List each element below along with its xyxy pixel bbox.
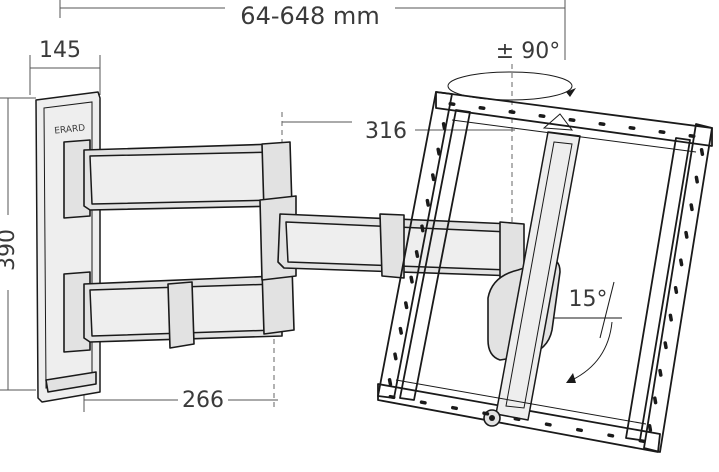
mounting-slot — [441, 122, 447, 130]
mounting-slot — [436, 147, 441, 156]
mounting-slot — [404, 301, 409, 310]
mounting-slot — [420, 224, 425, 233]
mounting-slot — [448, 102, 456, 106]
mounting-slot — [653, 396, 658, 405]
mounting-slot — [689, 203, 694, 212]
mounting-slot — [387, 378, 393, 386]
tilt-label: 15° — [569, 287, 608, 312]
mounting-slot — [398, 326, 403, 335]
mounting-slot — [409, 275, 414, 284]
mounting-slot — [388, 394, 396, 400]
mounting-slot — [451, 405, 458, 411]
brand-logo-label: ERARD — [54, 123, 86, 136]
dimension-plate-height: 390 — [0, 97, 36, 391]
mounting-slot — [647, 424, 653, 432]
swivel-rotation-indicator: ± 90° — [447, 39, 576, 230]
mounting-slot — [638, 438, 646, 444]
mounting-slot — [576, 427, 583, 433]
mounting-slot — [393, 352, 398, 361]
plate-height-label: 390 — [0, 229, 20, 271]
upper-arm — [63, 139, 293, 219]
mounting-slot — [419, 400, 427, 405]
mounting-slot — [508, 110, 516, 114]
mounting-slot — [478, 106, 486, 110]
mounting-slot — [673, 286, 679, 294]
plate-width-label: 145 — [39, 38, 81, 63]
vesa-mounting-slots — [387, 102, 705, 444]
wall-plate: ERARD — [35, 91, 101, 403]
mounting-slot — [425, 198, 430, 207]
mounting-slot — [607, 433, 615, 438]
arm-offset-label: 316 — [365, 119, 407, 144]
mounting-slot — [684, 230, 689, 239]
mounting-slot — [482, 411, 490, 416]
mounting-slot — [679, 258, 684, 267]
mounting-slot — [688, 134, 696, 138]
mounting-slot — [598, 122, 606, 126]
mounting-slot — [431, 173, 436, 182]
mounting-slot — [628, 126, 636, 130]
mounting-slot — [544, 422, 552, 427]
mounting-slot — [699, 148, 705, 156]
mounting-slot — [658, 130, 666, 134]
dimension-distance-range: 64-648 mm — [59, 0, 566, 60]
mounting-slot — [694, 175, 699, 184]
dimension-plate-width: 145 — [29, 38, 101, 95]
swivel-label: ± 90° — [496, 39, 560, 64]
mounting-slot — [513, 416, 521, 422]
middle-arm — [259, 195, 525, 283]
dimension-lower-arm: 266 — [83, 330, 278, 413]
mounting-slot — [568, 118, 576, 122]
lower-arm — [63, 265, 295, 353]
dimension-arm-offset: 316 — [281, 112, 515, 160]
mounting-slot — [414, 250, 420, 258]
distance-range-label: 64-648 mm — [240, 2, 379, 30]
tilt-rotation-indicator: 15° — [548, 281, 622, 383]
mounting-slot — [663, 341, 668, 350]
mounting-slot — [538, 114, 546, 118]
mounting-slot — [658, 368, 663, 377]
lower-arm-label: 266 — [182, 388, 224, 413]
mounting-slot — [668, 313, 673, 322]
